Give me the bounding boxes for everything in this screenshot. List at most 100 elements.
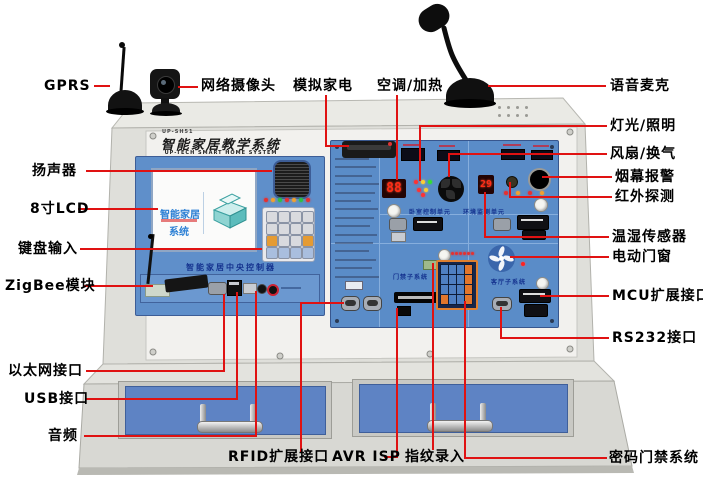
smoke-sensor bbox=[528, 168, 551, 191]
callout-audio: 音频 bbox=[48, 428, 78, 444]
leader-light-v bbox=[419, 125, 421, 181]
callout-sim-appliance: 模拟家电 bbox=[293, 78, 353, 94]
leader-camera bbox=[178, 86, 198, 88]
leader-rfid-v bbox=[300, 302, 302, 452]
leader-key-input bbox=[80, 248, 262, 250]
leader-audio-h bbox=[84, 435, 257, 437]
relay-module-1 bbox=[401, 148, 425, 161]
leader-fan-h bbox=[448, 153, 607, 155]
bedroom-lcd-port bbox=[413, 217, 443, 231]
instruction-text-block bbox=[335, 158, 379, 284]
leader-gprs bbox=[94, 85, 110, 87]
leader-password-v bbox=[464, 301, 466, 459]
leader-ir-h bbox=[509, 196, 612, 198]
zigbee-module bbox=[164, 274, 209, 293]
gprs-antenna bbox=[104, 42, 148, 118]
callout-ir: 红外探测 bbox=[615, 189, 675, 205]
drawer-handle-left bbox=[194, 402, 264, 434]
leader-door-window bbox=[510, 256, 609, 258]
callout-fingerprint: 指纹录入 bbox=[405, 449, 465, 465]
mcu-expansion-port bbox=[519, 289, 551, 303]
leader-sim-appliance-v bbox=[325, 95, 327, 147]
device-subtitle: UP-TECH SMART HOME SYSTEM bbox=[164, 150, 278, 156]
callout-usb: USB接口 bbox=[24, 391, 90, 407]
leader-avrisp-v bbox=[396, 308, 398, 458]
sim-appliance-connector bbox=[342, 138, 398, 162]
callout-rs232: RS232接口 bbox=[612, 330, 698, 346]
living-led bbox=[521, 262, 525, 266]
leader-rs232-h bbox=[500, 337, 609, 339]
fingerprint-reader-bar bbox=[394, 292, 444, 303]
bedroom-vga-port bbox=[389, 218, 407, 231]
leader-rfid-h bbox=[300, 302, 344, 304]
usb-port bbox=[243, 283, 257, 294]
mcu-expansion-port-2 bbox=[524, 304, 548, 317]
window-fan bbox=[488, 245, 515, 272]
voice-microphone bbox=[400, 0, 520, 115]
callout-fan-vent: 风扇/换气 bbox=[610, 146, 677, 162]
button-monitor bbox=[534, 198, 548, 212]
callout-mcu: MCU扩展接口 bbox=[612, 288, 703, 304]
callout-mic: 语音麦克 bbox=[610, 78, 670, 94]
temp-seg-display: 29 bbox=[478, 175, 494, 194]
lcd-floorplan-graphic bbox=[212, 193, 248, 229]
monitor-vga-port bbox=[493, 218, 511, 231]
callout-key-input: 键盘输入 bbox=[18, 241, 78, 257]
callout-rfid: RFID扩展接口 bbox=[228, 449, 330, 465]
password-keypad bbox=[436, 260, 478, 310]
audio-jack-1 bbox=[257, 284, 267, 294]
monitor-port-a bbox=[517, 215, 549, 230]
callout-door-window: 电动门窗 bbox=[612, 249, 672, 265]
callout-ac-heat: 空调/加热 bbox=[377, 78, 444, 94]
controller-label: 智能家居中央控制器 bbox=[186, 263, 276, 272]
leader-mcu bbox=[540, 295, 609, 297]
vga-port bbox=[208, 282, 227, 295]
leader-avrisp-h bbox=[384, 456, 398, 458]
callout-zigbee: ZigBee模块 bbox=[5, 278, 96, 294]
console-keypad bbox=[262, 207, 315, 262]
monitor-port-b bbox=[522, 230, 546, 240]
section-living: 客厅子系统 bbox=[491, 279, 527, 286]
reader-chip bbox=[345, 281, 363, 290]
device-title: 智能家居教学系统 bbox=[160, 138, 281, 153]
relay-module-4 bbox=[531, 150, 553, 160]
bedroom-mini-usb bbox=[391, 232, 406, 242]
leader-zigbee bbox=[83, 285, 153, 287]
leader-lcd bbox=[78, 208, 158, 210]
leader-ethernet-v bbox=[223, 294, 225, 372]
callout-lcd: 8寸LCD bbox=[30, 201, 90, 217]
callout-smoke: 烟幕报警 bbox=[615, 169, 675, 185]
fingerprint-led-row bbox=[451, 252, 475, 257]
network-camera bbox=[148, 67, 182, 117]
section-access: 门禁子系统 bbox=[393, 274, 429, 281]
leader-ac-heat bbox=[396, 95, 398, 180]
leader-speaker bbox=[86, 170, 272, 172]
rs232-port-body bbox=[492, 297, 512, 311]
lcd-brand-text-2: 系统 bbox=[169, 227, 189, 238]
leader-fingerprint-v bbox=[432, 263, 434, 450]
ac-seg-display: 88 bbox=[382, 179, 406, 198]
drawer-handle-right bbox=[424, 401, 494, 433]
callout-ethernet: 以太网接口 bbox=[8, 363, 83, 379]
vent-fan bbox=[438, 176, 464, 202]
leader-temp-v bbox=[484, 192, 486, 238]
rj45-port bbox=[227, 280, 242, 296]
callout-avr-isp: AVR ISP bbox=[332, 449, 401, 465]
leader-audio-v bbox=[255, 291, 257, 437]
section-bedroom: 卧室控制单元 bbox=[409, 209, 452, 216]
avr-isp-header bbox=[397, 306, 411, 316]
leader-fan-v bbox=[448, 153, 450, 177]
status-led-row bbox=[264, 198, 314, 204]
leader-password-h bbox=[464, 457, 607, 459]
model-number: UP-SH51 bbox=[162, 129, 194, 135]
leader-light-h bbox=[419, 125, 607, 127]
callout-speaker: 扬声器 bbox=[32, 163, 77, 179]
callout-password: 密码门禁系统 bbox=[609, 450, 699, 466]
leader-temp-h bbox=[484, 236, 609, 238]
leader-smoke bbox=[542, 176, 612, 178]
lcd-screen: 智能家居 系统 bbox=[151, 168, 257, 252]
section-monitor: 环境监测单元 bbox=[463, 207, 505, 216]
ir-sensor bbox=[506, 176, 518, 188]
callout-gprs: GPRS bbox=[44, 78, 91, 94]
